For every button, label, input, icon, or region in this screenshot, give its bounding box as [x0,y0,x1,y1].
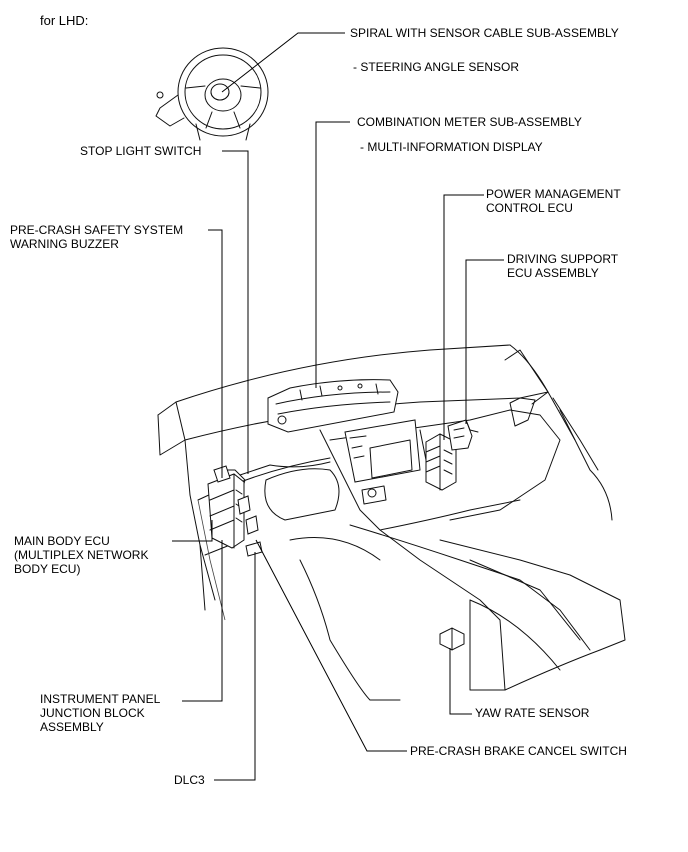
yaw-rate-sensor-illustration [439,627,465,651]
label-power-management-ecu: POWER MANAGEMENT CONTROL ECU [486,187,621,215]
label-power-management-line1: POWER MANAGEMENT [486,187,621,201]
label-main-body-line2: (MULTIPLEX NETWORK [14,548,149,562]
label-driving-support-line1: DRIVING SUPPORT [507,252,619,266]
label-combination-meter: COMBINATION METER SUB-ASSEMBLY [357,115,582,129]
label-power-management-line2: CONTROL ECU [486,201,573,215]
label-spiral-with-sensor-cable: SPIRAL WITH SENSOR CABLE SUB-ASSEMBLY [350,26,619,40]
page-caption: for LHD: [40,13,89,28]
combination-meter-illustration [267,379,399,433]
label-multi-information-display: - MULTI-INFORMATION DISPLAY [360,140,543,154]
brake-switch-illustration [245,515,263,557]
main-body-ecu-illustration [207,465,251,549]
label-pre-crash-warning-buzzer: PRE-CRASH SAFETY SYSTEM WARNING BUZZER [10,223,183,251]
steering-wheel-illustration [155,47,269,141]
label-main-body-line1: MAIN BODY ECU [14,534,110,548]
label-stop-light-switch: STOP LIGHT SWITCH [80,144,202,158]
label-pre-crash-brake-cancel-switch: PRE-CRASH BRAKE CANCEL SWITCH [410,744,627,758]
center-display-illustration [344,419,421,505]
label-driving-support-line2: ECU ASSEMBLY [507,266,599,280]
leader-lines [172,32,504,781]
label-main-body-line3: BODY ECU) [14,562,81,576]
driving-support-ecu-illustration [447,419,479,451]
power-management-ecu-illustration [425,433,457,491]
label-ip-jb-line3: ASSEMBLY [40,720,104,734]
label-dlc3: DLC3 [174,773,205,787]
label-ip-jb-line1: INSTRUMENT PANEL [40,692,161,706]
label-instrument-panel-junction-block: INSTRUMENT PANEL JUNCTION BLOCK ASSEMBLY [40,692,160,734]
label-ip-jb-line2: JUNCTION BLOCK [40,706,145,720]
label-buzzer-line1: PRE-CRASH SAFETY SYSTEM [10,223,184,237]
label-main-body-ecu: MAIN BODY ECU (MULTIPLEX NETWORK BODY EC… [14,534,148,576]
label-steering-angle-sensor: - STEERING ANGLE SENSOR [353,60,520,74]
label-yaw-rate-sensor: YAW RATE SENSOR [475,706,590,720]
label-buzzer-line2: WARNING BUZZER [10,237,119,251]
label-driving-support-ecu: DRIVING SUPPORT ECU ASSEMBLY [507,252,618,280]
